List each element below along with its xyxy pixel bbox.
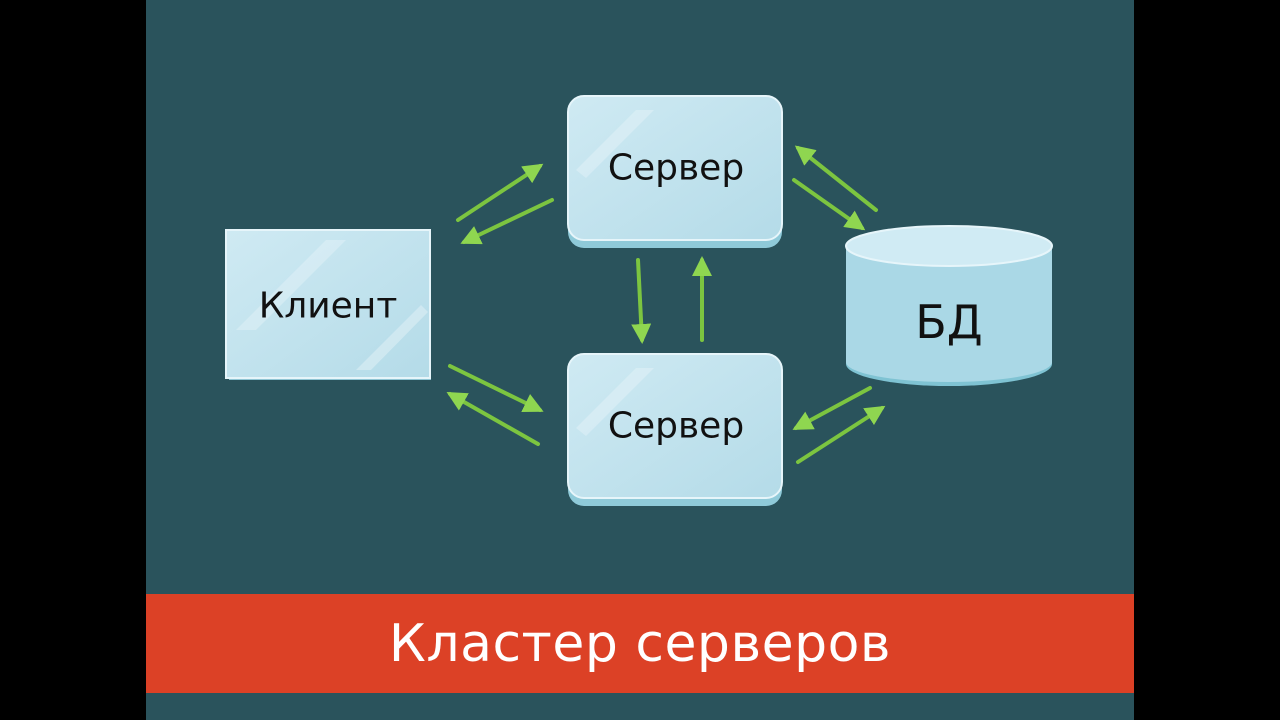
arrow-db-to-server-bottom — [792, 386, 872, 430]
database-label: БД — [915, 295, 983, 349]
arrow-server-top-to-db — [792, 178, 866, 231]
client-node: Клиент — [225, 229, 431, 380]
server-bottom-node: Сервер — [567, 353, 783, 506]
server-top-node: Сервер — [567, 95, 783, 248]
server-bottom-label: Сервер — [608, 406, 744, 447]
connection-arrows — [446, 145, 886, 464]
slide: Клиент Сервер Сервер БД — [146, 0, 1134, 720]
cluster-diagram: Клиент Сервер Сервер БД — [225, 95, 1053, 506]
arrow-server-bottom-to-db — [796, 405, 886, 464]
arrow-server-top-to-bottom — [631, 258, 652, 344]
title-banner: Кластер серверов — [146, 594, 1134, 693]
server-top-label: Сервер — [608, 148, 744, 189]
client-label: Клиент — [259, 286, 398, 327]
slide-title: Кластер серверов — [388, 613, 892, 674]
arrow-server-top-to-client — [460, 198, 554, 245]
arrow-server-bottom-to-client — [446, 392, 540, 446]
arrow-client-to-server-top — [456, 163, 544, 222]
arrow-client-to-server-bottom — [448, 364, 544, 412]
database-node: БД — [845, 225, 1053, 386]
arrow-db-to-server-top — [794, 145, 878, 212]
